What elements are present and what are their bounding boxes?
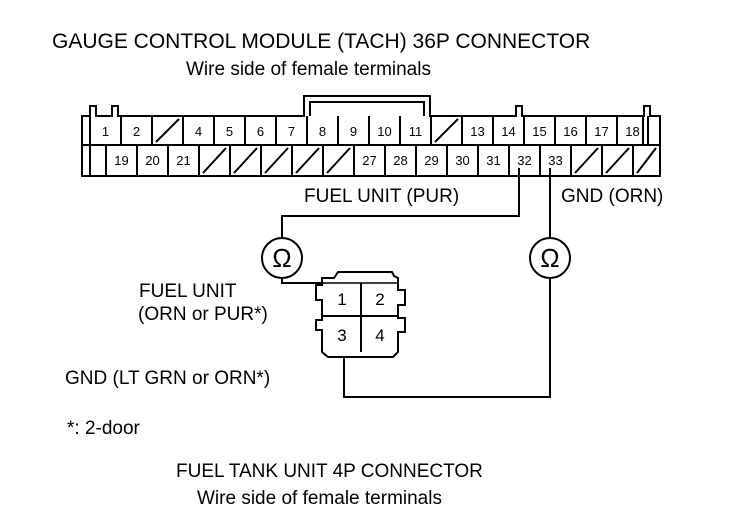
empty-cavity (326, 147, 351, 174)
footer-subtitle: Wire side of female terminals (197, 488, 442, 509)
label-gnd-orn: GND (ORN) (561, 186, 664, 207)
label-fuel-unit-colors: (ORN or PUR*) (138, 304, 268, 325)
gauge-pin-5: 5 (226, 124, 233, 139)
ohmmeter-left: Ω (261, 237, 303, 279)
empty-cavity (264, 147, 289, 174)
page-title: GAUGE CONTROL MODULE (TACH) 36P CONNECTO… (52, 30, 591, 53)
page-subtitle: Wire side of female terminals (186, 59, 431, 80)
wire-fuel-unit-pur (281, 168, 520, 238)
label-gnd-lt-grn: GND (LT GRN or ORN*) (65, 368, 271, 389)
gauge-pin-13: 13 (470, 124, 484, 139)
ohm-icon: Ω (272, 243, 291, 273)
gauge-pin-20: 20 (145, 153, 159, 168)
gauge-pin-6: 6 (257, 124, 264, 139)
gauge-connector-tab (309, 101, 425, 116)
gauge-connector-outline (81, 95, 661, 177)
empty-cavity (574, 147, 599, 174)
footnote: *: 2-door (67, 418, 140, 439)
tank-pin-1: 1 (337, 290, 346, 309)
gauge-pin-16: 16 (563, 124, 577, 139)
wire-gnd-return (343, 278, 551, 398)
gauge-pin-27: 27 (362, 153, 376, 168)
gauge-pin-18: 18 (625, 124, 639, 139)
empty-cavity (295, 147, 320, 174)
gauge-pin-17: 17 (594, 124, 608, 139)
gauge-pin-21: 21 (176, 153, 190, 168)
empty-cavity (233, 147, 258, 174)
gauge-pin-14: 14 (501, 124, 515, 139)
tank-pin-3: 3 (337, 326, 346, 345)
label-fuel-unit: FUEL UNIT (139, 281, 237, 302)
tank-connector-4p (315, 271, 406, 358)
gauge-pin-7: 7 (288, 124, 295, 139)
gauge-pin-10: 10 (377, 124, 391, 139)
gauge-pin-8: 8 (319, 124, 326, 139)
gauge-pin-28: 28 (393, 153, 407, 168)
gauge-pin-15: 15 (532, 124, 546, 139)
gauge-pin-9: 9 (350, 124, 357, 139)
empty-cavity (202, 147, 227, 174)
empty-cavity (636, 147, 657, 174)
gauge-pin-29: 29 (424, 153, 438, 168)
empty-cavity (155, 118, 180, 143)
label-fuel-unit-pur: FUEL UNIT (PUR) (304, 186, 460, 207)
gauge-pin-32: 32 (517, 153, 531, 168)
gauge-pin-1: 1 (102, 124, 109, 139)
gauge-pin-30: 30 (455, 153, 469, 168)
gauge-pin-31: 31 (486, 153, 500, 168)
empty-cavity (605, 147, 630, 174)
tank-pin-2: 2 (375, 290, 384, 309)
gauge-pin-33: 33 (548, 153, 562, 168)
gauge-connector-36p: 1 2 4 5 6 7 8 9 10 11 13 14 15 16 17 18 19 20 21 27 28 29 30 31… (81, 95, 661, 177)
gauge-pin-11: 11 (409, 124, 423, 139)
gauge-pin-4: 4 (195, 124, 202, 139)
ohm-icon: Ω (540, 243, 559, 273)
ohmmeter-right: Ω (529, 237, 571, 279)
gauge-pin-19: 19 (114, 153, 128, 168)
footer-title: FUEL TANK UNIT 4P CONNECTOR (176, 461, 483, 482)
gauge-pin-2: 2 (133, 124, 140, 139)
tank-pin-4: 4 (375, 326, 384, 345)
empty-cavity (434, 118, 459, 143)
